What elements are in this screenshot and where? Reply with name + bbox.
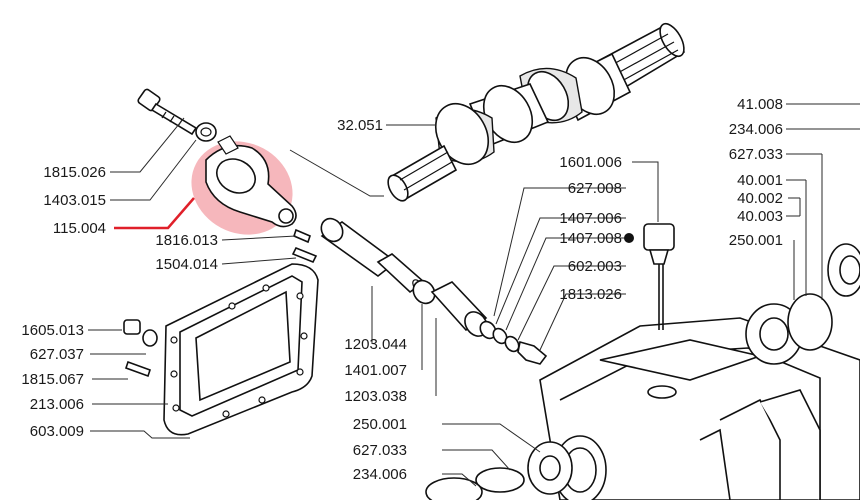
label-250001-bot[interactable]: 250.001 <box>353 416 407 433</box>
marker-dot <box>624 233 634 243</box>
label-1401007[interactable]: 1401.007 <box>344 362 407 379</box>
label-1605013[interactable]: 1605.013 <box>21 322 84 339</box>
bearing-right-part[interactable] <box>745 243 860 365</box>
leader-lines <box>88 103 860 487</box>
bolt-1815026-part[interactable] <box>137 88 198 136</box>
label-1601006[interactable]: 1601.006 <box>559 154 622 171</box>
oil-dipstick-part[interactable] <box>643 223 675 330</box>
label-1407008[interactable]: 1407.008 <box>559 230 622 247</box>
crankshaft-part[interactable] <box>384 20 689 204</box>
piston-guide-part[interactable] <box>317 214 426 294</box>
cover-213006-part[interactable] <box>163 263 319 436</box>
ring-set-part[interactable] <box>477 319 548 365</box>
connecting-rod-part[interactable] <box>175 124 309 252</box>
label-41008[interactable]: 41.008 <box>737 96 783 113</box>
label-1816013[interactable]: 1816.013 <box>155 232 218 249</box>
label-213006[interactable]: 213.006 <box>30 396 84 413</box>
label-627008[interactable]: 627.008 <box>568 180 622 197</box>
washer-1403015-part[interactable] <box>195 122 217 142</box>
label-250001-top[interactable]: 250.001 <box>729 232 783 249</box>
label-1504014[interactable]: 1504.014 <box>155 256 218 273</box>
label-1203044[interactable]: 1203.044 <box>344 336 407 353</box>
label-627033-top[interactable]: 627.033 <box>729 146 783 163</box>
pin-1504014-part[interactable] <box>291 246 318 264</box>
label-234006-bot[interactable]: 234.006 <box>353 466 407 483</box>
plunger-1203038-part[interactable] <box>430 281 492 340</box>
label-40002[interactable]: 40.002 <box>737 190 783 207</box>
drain-plug-part[interactable] <box>123 319 158 378</box>
label-40003[interactable]: 40.003 <box>737 208 783 225</box>
seal-ring-1401007-part[interactable] <box>409 276 439 307</box>
bearing-bottom-part[interactable] <box>425 441 573 500</box>
label-1815026[interactable]: 1815.026 <box>43 164 106 181</box>
label-1813026[interactable]: 1813.026 <box>559 286 622 303</box>
label-1203038[interactable]: 1203.038 <box>344 388 407 405</box>
label-40001[interactable]: 40.001 <box>737 172 783 189</box>
pin-1816013-part[interactable] <box>293 228 311 244</box>
label-627037[interactable]: 627.037 <box>30 346 84 363</box>
label-1407006[interactable]: 1407.006 <box>559 210 622 227</box>
label-602003[interactable]: 602.003 <box>568 258 622 275</box>
label-234006-top[interactable]: 234.006 <box>729 121 783 138</box>
label-115004[interactable]: 115.004 <box>53 220 106 237</box>
label-603009[interactable]: 603.009 <box>30 423 84 440</box>
label-627033-bot[interactable]: 627.033 <box>353 442 407 459</box>
label-32051[interactable]: 32.051 <box>337 117 383 134</box>
highlight-leader-line <box>114 197 195 230</box>
label-1815067[interactable]: 1815.067 <box>21 371 84 388</box>
label-1403015[interactable]: 1403.015 <box>43 192 106 209</box>
part-labels: 41.008 234.006 627.033 40.001 40.002 40.… <box>21 96 783 483</box>
